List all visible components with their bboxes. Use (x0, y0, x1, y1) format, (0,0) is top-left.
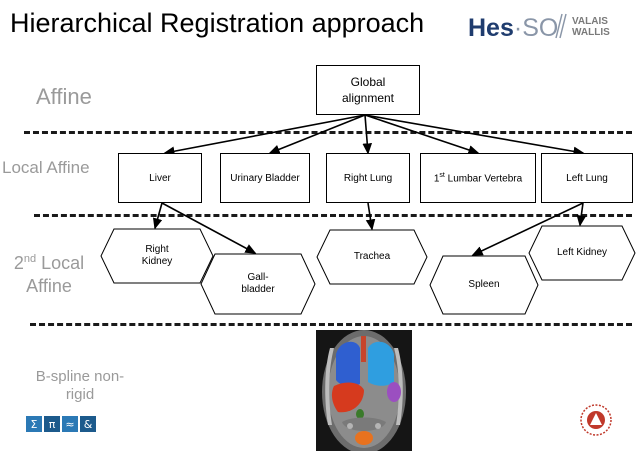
logo-so-text: SO (522, 14, 559, 42)
second-local-suffix: nd (23, 253, 37, 265)
arrow-global-left-lung (364, 114, 585, 157)
node-lumbar-vertebra-label: 1st Lumbar Vertebra (434, 172, 522, 184)
node-liver: Liver (118, 153, 202, 203)
logo-wallis-text: WALLIS (572, 27, 610, 38)
logo-valais-wallis: VALAIS WALLIS (572, 16, 610, 38)
ampersand-symbol-icon: & (80, 416, 96, 432)
logo-valais-text: VALAIS (572, 16, 608, 27)
separator-line-3 (30, 323, 632, 326)
node-gall-bladder-label: Gall-bladder (241, 272, 275, 295)
logo-hes-text: Hes (468, 14, 514, 42)
level-label-second-local-affine: 2nd Local Affine (10, 248, 88, 298)
node-right-kidney-label: Right Kidney (141, 244, 173, 267)
second-local-text: Local Affine (26, 253, 85, 296)
node-spleen-label: Spleen (468, 279, 500, 290)
ct-segmentation-image (316, 330, 412, 451)
arrow-global-urinary-bladder (268, 114, 366, 154)
node-spleen: Spleen (429, 255, 539, 315)
node-left-lung: Left Lung (541, 153, 633, 203)
node-left-kidney-label: Left Kidney (556, 247, 608, 258)
node-gall-bladder: Gall-bladder (200, 253, 316, 315)
logo-slashes-icon (555, 13, 567, 39)
arrow-left-lung-spleen (471, 202, 584, 256)
node-global-alignment: Global alignment (316, 65, 420, 115)
hes-so-logo: Hes·SO (468, 14, 558, 43)
slide-title: Hierarchical Registration approach (10, 8, 425, 38)
node-urinary-bladder-label: Urinary Bladder (230, 172, 300, 184)
node-lumbar-vertebra: 1st Lumbar Vertebra (420, 153, 536, 203)
approx-symbol-icon: ≈ (62, 416, 78, 432)
lumbar-number: 1 (433, 173, 440, 185)
pi-symbol-icon: π (44, 416, 60, 432)
node-left-kidney: Left Kidney (528, 225, 636, 281)
arrow-global-liver (163, 114, 366, 156)
node-left-lung-label: Left Lung (566, 172, 608, 184)
level-label-affine: Affine (36, 84, 92, 109)
arrow-global-lumbar (364, 114, 480, 155)
node-urinary-bladder: Urinary Bladder (220, 153, 310, 203)
level-label-local-affine: Local Affine (2, 158, 90, 177)
node-global-alignment-label: Global alignment (341, 75, 395, 105)
arrow-liver-gall-bladder (161, 202, 257, 254)
university-seal-icon (580, 404, 612, 436)
node-right-kidney: Right Kidney (100, 228, 214, 284)
node-trachea: Trachea (316, 229, 428, 285)
lumbar-suffix: st (439, 171, 445, 179)
arrow-right-lung-trachea (365, 202, 376, 231)
second-local-number: 2 (13, 253, 24, 273)
node-trachea-label: Trachea (353, 251, 391, 262)
sigma-symbol-icon: Σ (26, 416, 42, 432)
level-label-bspline: B-spline non-rigid (35, 368, 125, 403)
node-liver-label: Liver (149, 172, 171, 184)
node-right-lung-label: Right Lung (343, 172, 393, 184)
separator-line-2 (34, 214, 632, 217)
separator-line-1 (24, 131, 632, 134)
arrow-liver-right-kidney (152, 202, 163, 230)
lumbar-text: Lumbar Vertebra (444, 173, 523, 185)
logo-dot: · (513, 14, 523, 42)
node-right-lung: Right Lung (326, 153, 410, 203)
arrow-left-lung-left-kidney (576, 202, 587, 227)
arrow-global-right-lung (362, 114, 373, 155)
